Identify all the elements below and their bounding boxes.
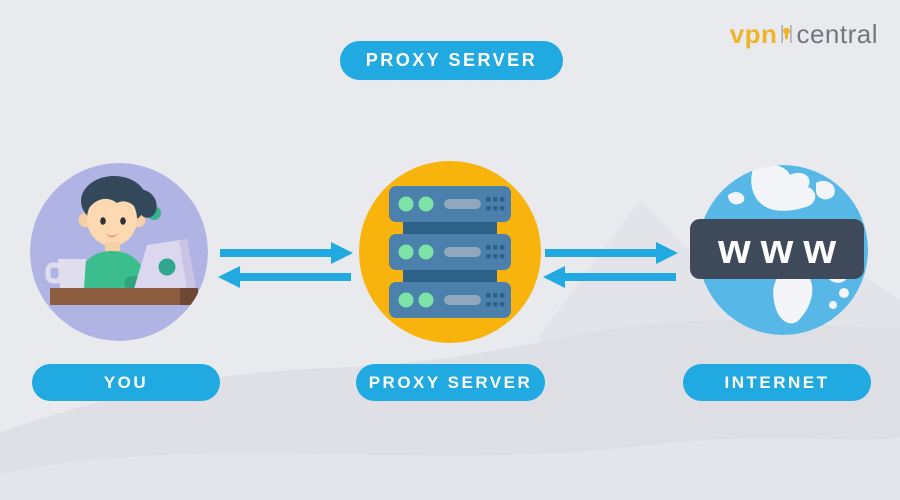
arrow-shaft [545, 249, 660, 257]
server-stack-icon [389, 186, 511, 318]
label-you: YOU [32, 364, 220, 401]
label-proxy-server: PROXY SERVER [356, 364, 545, 401]
arrow-shaft [236, 273, 351, 281]
label-internet: INTERNET [683, 364, 871, 401]
arrow-internet-to-proxy [543, 266, 676, 288]
arrow-shaft [220, 249, 335, 257]
arrow-shaft [561, 273, 676, 281]
node-proxy-server [359, 161, 541, 343]
www-banner: www [690, 219, 864, 279]
arrow-you-to-proxy [220, 242, 353, 264]
person-at-laptop-icon [30, 163, 208, 341]
brand-logo: vpn central [730, 19, 878, 49]
arrow-head-icon [218, 266, 240, 288]
node-you [30, 163, 208, 341]
arrow-head-icon [331, 242, 353, 264]
arrow-head-icon [543, 266, 565, 288]
brand-central-text: central [796, 19, 878, 49]
brand-vpn-text: vpn [729, 19, 778, 49]
title-badge: PROXY SERVER [340, 41, 563, 80]
keyhole-icon [780, 19, 793, 49]
arrow-proxy-to-you [218, 266, 351, 288]
arrow-proxy-to-internet [545, 242, 678, 264]
arrow-head-icon [656, 242, 678, 264]
